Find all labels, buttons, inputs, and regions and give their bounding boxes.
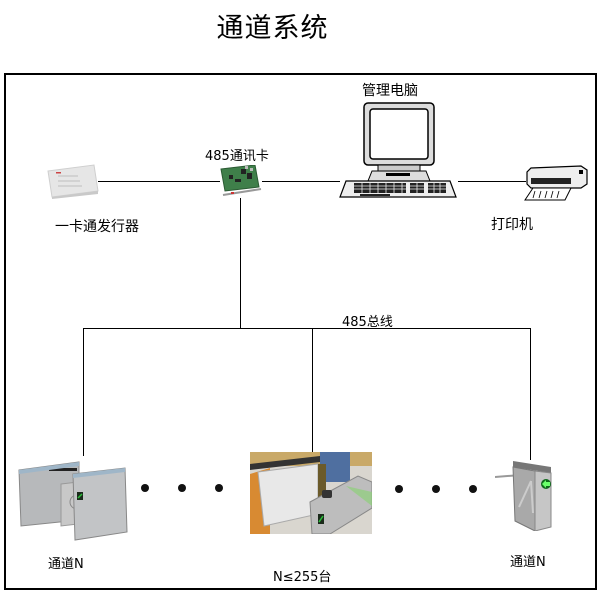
link-pc-printer: [458, 181, 526, 182]
management-pc-icon: [338, 101, 460, 199]
card-issuer-label: 一卡通发行器: [55, 219, 139, 235]
channel-count-note: N≤255台: [273, 570, 332, 585]
printer-icon: [521, 164, 591, 204]
ellipsis-dot: [432, 485, 440, 493]
management-pc-label: 管理电脑: [362, 83, 418, 99]
card-issuer-icon: [44, 163, 100, 199]
ellipsis-dot: [141, 484, 149, 492]
channel-1-label: 通道N: [48, 557, 84, 572]
link-card-pc: [262, 181, 340, 182]
channel-3-label: 通道N: [510, 555, 546, 570]
swing-gate-icon: [17, 460, 129, 542]
drop-channel-2: [312, 328, 313, 452]
printer-label: 打印机: [491, 217, 533, 233]
comm-card-label: 485通讯卡: [205, 149, 269, 164]
bus-label: 485总线: [342, 315, 393, 330]
diagram-title: 通道系统: [216, 13, 329, 44]
ellipsis-dot: [178, 484, 186, 492]
ellipsis-dot: [469, 485, 477, 493]
ellipsis-dot: [395, 485, 403, 493]
link-card-bus: [240, 198, 241, 329]
ellipsis-dot: [215, 484, 223, 492]
comm-card-icon: [219, 165, 263, 199]
diagram-frame: [4, 73, 597, 590]
flap-barrier-icon: [250, 452, 372, 534]
tripod-turnstile-icon: [495, 459, 557, 531]
bus-line: [83, 328, 531, 329]
drop-channel-1: [83, 328, 84, 456]
link-issuer-card: [98, 181, 220, 182]
drop-channel-3: [530, 328, 531, 460]
